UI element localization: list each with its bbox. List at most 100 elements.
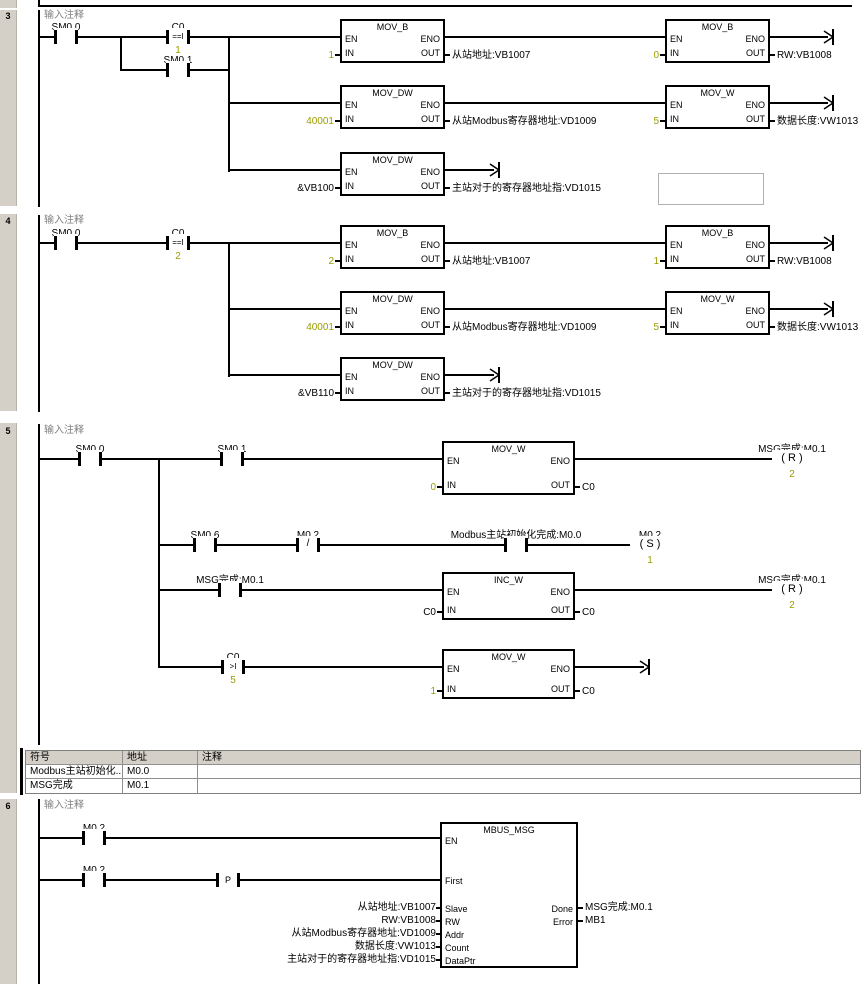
mov-w-block[interactable]: MOV_W EN ENO IN OUT [442, 441, 575, 495]
contact-msg-done[interactable] [218, 581, 242, 599]
compare-constant[interactable]: 2 [175, 251, 181, 262]
block-input-operand[interactable]: &VB100 [297, 183, 334, 194]
mov-b-block[interactable]: MOV_B EN ENO IN OUT [340, 19, 445, 63]
nc-contact-m0-2[interactable]: / [296, 536, 320, 554]
block-output-operand[interactable]: 主站对于的寄存器地址指:VD1015 [452, 388, 601, 399]
column-header-address[interactable]: 地址 [123, 751, 198, 765]
contact-m0-0[interactable] [504, 536, 528, 554]
compare-contact-c0[interactable]: ==I [166, 28, 190, 46]
block-input-operand[interactable]: &VB110 [298, 388, 334, 399]
contact-sm0-0[interactable] [54, 28, 78, 46]
contact-label[interactable]: M0.2 [83, 824, 105, 834]
block-output-operand[interactable]: RW:VB1008 [777, 50, 832, 61]
block-input-operand[interactable]: 从站地址:VB1007 [357, 902, 436, 913]
block-input-operand[interactable]: 1 [653, 256, 659, 267]
mov-dw-block[interactable]: MOV_DW EN ENO IN OUT [340, 291, 445, 335]
block-input-operand[interactable]: 1 [430, 686, 436, 697]
mov-b-block[interactable]: MOV_B EN ENO IN OUT [665, 225, 770, 269]
block-output-operand[interactable]: 数据长度:VW1013 [777, 322, 859, 333]
contact-label[interactable]: C0 [227, 653, 240, 663]
block-input-operand[interactable]: 0 [653, 50, 659, 61]
network-number-4[interactable]: 4 [5, 216, 11, 226]
contact-label[interactable]: Modbus主站初始化完成:M0.0 [451, 531, 582, 541]
block-output-operand[interactable]: 从站Modbus寄存器地址:VD1009 [452, 116, 597, 127]
contact-label[interactable]: SM0.0 [76, 445, 105, 455]
block-output-operand[interactable]: 从站地址:VB1007 [452, 50, 531, 61]
mbus-msg-block[interactable]: MBUS_MSG EN First Slave RW Addr Count Da… [440, 822, 578, 968]
block-input-operand[interactable]: 5 [653, 116, 659, 127]
contact-label[interactable]: C0 [172, 23, 185, 33]
block-input-operand[interactable]: C0 [423, 607, 436, 618]
mov-w-block[interactable]: MOV_W EN ENO IN OUT [665, 291, 770, 335]
contact-label[interactable]: SM0.0 [52, 229, 81, 239]
mov-w-block[interactable]: MOV_W EN ENO IN OUT [442, 649, 575, 699]
contact-label[interactable]: MSG完成:M0.1 [196, 576, 264, 586]
block-output-operand[interactable]: 主站对于的寄存器地址指:VD1015 [452, 183, 601, 194]
contact-label[interactable]: SM0.6 [191, 531, 220, 541]
block-output-operand[interactable]: 数据长度:VW1013 [777, 116, 859, 127]
coil-label[interactable]: MSG完成:M0.1 [758, 445, 826, 455]
coil-constant[interactable]: 1 [647, 555, 653, 566]
network-number-6[interactable]: 6 [5, 801, 11, 811]
mov-dw-block[interactable]: MOV_DW EN ENO IN OUT [340, 152, 445, 196]
block-input-operand[interactable]: 40001 [306, 116, 334, 127]
block-input-operand[interactable]: RW:VB1008 [381, 915, 436, 926]
coil-label[interactable]: M0.2 [639, 531, 661, 541]
network-comment[interactable]: 输入注释 [44, 425, 84, 436]
block-input-operand[interactable]: 1 [328, 50, 334, 61]
block-output-operand[interactable]: MSG完成:M0.1 [585, 902, 653, 913]
address-cell[interactable]: M0.0 [123, 765, 198, 779]
contact-sm0-1[interactable] [220, 450, 244, 468]
coil-constant[interactable]: 2 [789, 469, 795, 480]
comment-cell[interactable] [198, 765, 860, 779]
compare-contact-c0[interactable]: ==I [166, 234, 190, 252]
inc-w-block[interactable]: INC_W EN ENO IN OUT [442, 572, 575, 620]
block-output-operand[interactable]: MB1 [585, 915, 606, 926]
contact-label[interactable]: M0.2 [297, 531, 319, 541]
block-output-operand[interactable]: C0 [582, 686, 595, 697]
compare-contact-c0[interactable]: >I [221, 658, 245, 676]
contact-label[interactable]: SM0.1 [164, 56, 193, 66]
mov-w-block[interactable]: MOV_W EN ENO IN OUT [665, 85, 770, 129]
block-output-operand[interactable]: 从站地址:VB1007 [452, 256, 531, 267]
address-cell[interactable]: M0.1 [123, 779, 198, 793]
coil-constant[interactable]: 2 [789, 600, 795, 611]
set-coil[interactable]: ( S ) [630, 536, 670, 554]
coil-label[interactable]: MSG完成:M0.1 [758, 576, 826, 586]
block-input-operand[interactable]: 从站Modbus寄存器地址:VD1009 [291, 928, 437, 939]
positive-edge-contact[interactable]: P [216, 871, 240, 889]
symbol-table[interactable]: 符号 地址 注释 Modbus主站初始化... M0.0 MSG完成 M0.1 [25, 750, 861, 794]
empty-selection-box[interactable] [658, 173, 764, 205]
compare-constant[interactable]: 5 [230, 675, 236, 686]
block-input-operand[interactable]: 0 [430, 482, 436, 493]
reset-coil[interactable]: ( R ) [772, 450, 812, 468]
contact-sm0-0[interactable] [78, 450, 102, 468]
symbol-cell[interactable]: Modbus主站初始化... [26, 765, 123, 779]
contact-label[interactable]: C0 [172, 229, 185, 239]
reset-coil[interactable]: ( R ) [772, 581, 812, 599]
column-header-comment[interactable]: 注释 [198, 751, 860, 765]
contact-label[interactable]: M0.2 [83, 866, 105, 876]
contact-sm0-1[interactable] [166, 61, 190, 79]
contact-m0-2[interactable] [82, 871, 106, 889]
mov-dw-block[interactable]: MOV_DW EN ENO IN OUT [340, 357, 445, 401]
network-comment[interactable]: 输入注释 [44, 10, 84, 21]
symbol-cell[interactable]: MSG完成 [26, 779, 123, 793]
block-input-operand[interactable]: 2 [328, 256, 334, 267]
comment-cell[interactable] [198, 779, 860, 793]
block-output-operand[interactable]: C0 [582, 607, 595, 618]
column-header-symbol[interactable]: 符号 [26, 751, 123, 765]
contact-sm0-6[interactable] [193, 536, 217, 554]
block-output-operand[interactable]: C0 [582, 482, 595, 493]
block-input-operand[interactable]: 数据长度:VW1013 [354, 941, 436, 952]
mov-b-block[interactable]: MOV_B EN ENO IN OUT [665, 19, 770, 63]
block-input-operand[interactable]: 5 [653, 322, 659, 333]
contact-m0-2[interactable] [82, 829, 106, 847]
network-number-5[interactable]: 5 [5, 426, 11, 436]
mov-dw-block[interactable]: MOV_DW EN ENO IN OUT [340, 85, 445, 129]
mov-b-block[interactable]: MOV_B EN ENO IN OUT [340, 225, 445, 269]
network-comment[interactable]: 输入注释 [44, 215, 84, 226]
block-output-operand[interactable]: RW:VB1008 [777, 256, 832, 267]
network-comment[interactable]: 输入注释 [44, 800, 84, 811]
block-output-operand[interactable]: 从站Modbus寄存器地址:VD1009 [452, 322, 597, 333]
